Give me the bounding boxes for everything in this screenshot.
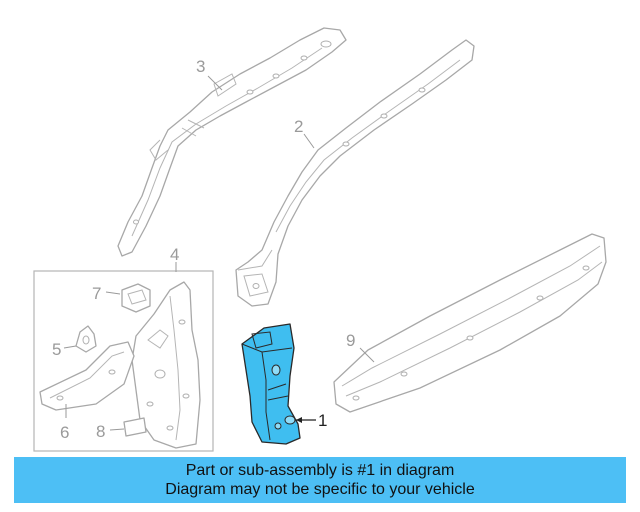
callout-5: 5 — [52, 340, 61, 359]
part-9-rocker-panel — [333, 233, 607, 413]
info-banner: Part or sub-assembly is #1 in diagram Di… — [14, 457, 626, 503]
banner-line-1: Part or sub-assembly is #1 in diagram — [185, 462, 455, 479]
callout-1: 1 — [318, 411, 327, 430]
subassembly-box — [33, 270, 214, 452]
part-3-roof-rail — [117, 27, 347, 257]
callout-4: 4 — [170, 245, 179, 264]
part-6-reinforcement — [39, 341, 135, 411]
arrow-icon — [296, 417, 302, 423]
part-8-plate — [123, 417, 147, 437]
parts-diagram: 3 2 9 4 — [33, 27, 607, 452]
callout-3: 3 — [196, 57, 205, 76]
part-1-highlighted-pillar — [241, 323, 301, 445]
part-2-roof-side-rail — [235, 39, 475, 307]
callout-9: 9 — [346, 331, 355, 350]
part-5-cap — [75, 325, 97, 353]
part-7-bracket — [121, 283, 151, 313]
banner-line-2: Diagram may not be specific to your vehi… — [165, 481, 475, 498]
part-4-pillar-inner — [131, 281, 201, 449]
callout-6: 6 — [60, 423, 69, 442]
callout-7: 7 — [92, 284, 101, 303]
callout-8: 8 — [96, 422, 105, 441]
callout-2: 2 — [294, 117, 303, 136]
